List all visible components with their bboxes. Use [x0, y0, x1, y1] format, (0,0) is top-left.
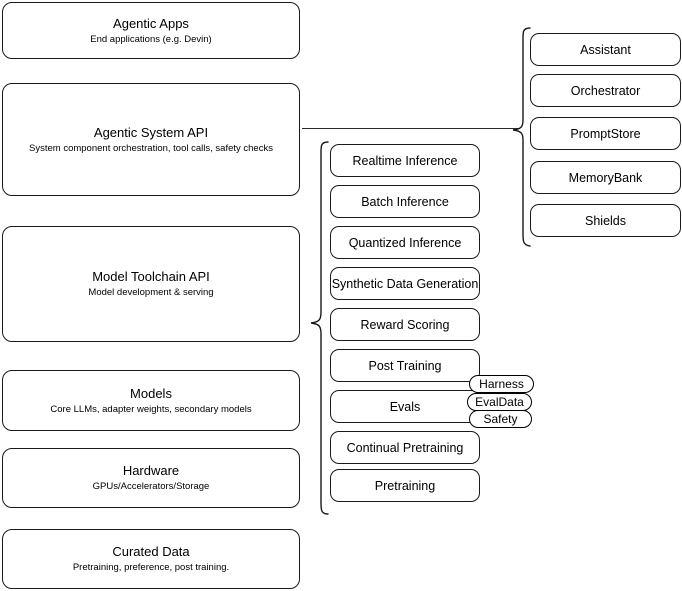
layer-title: Curated Data	[112, 544, 190, 559]
eval-pill-safety[interactable]: Safety	[469, 410, 532, 428]
layer-title: Hardware	[122, 463, 180, 478]
layer-title: Agentic Apps	[113, 15, 189, 31]
toolchain-node-evals[interactable]: Evals	[330, 390, 480, 423]
agentic-component-label: Shields	[585, 213, 626, 228]
layer-subtitle: System component orchestration, tool cal…	[29, 142, 273, 154]
layer-subtitle: Pretraining, preference, post training.	[72, 562, 230, 573]
agentic-component-label: Orchestrator	[570, 83, 641, 98]
agentic-component-assistant[interactable]: Assistant	[530, 33, 681, 66]
toolchain-node-label: Reward Scoring	[360, 317, 450, 332]
stack-layer-agentic-apps[interactable]: Agentic Apps End applications (e.g. Devi…	[2, 2, 300, 59]
toolchain-node-label: Post Training	[368, 358, 442, 373]
stack-layer-model-toolchain-api[interactable]: Model Toolchain API Model development & …	[2, 226, 300, 342]
toolchain-node-realtime-inference[interactable]: Realtime Inference	[330, 144, 480, 177]
toolchain-node-label: Evals	[389, 399, 421, 414]
layer-subtitle: End applications (e.g. Devin)	[90, 33, 212, 45]
connector-agentic-system-to-components	[302, 128, 520, 130]
toolchain-node-label: Quantized Inference	[348, 235, 462, 250]
stack-layer-curated-data[interactable]: Curated Data Pretraining, preference, po…	[2, 529, 300, 589]
stack-layer-models[interactable]: Models Core LLMs, adapter weights, secon…	[2, 370, 300, 431]
layer-title: Agentic System API	[93, 124, 209, 140]
toolchain-node-post-training[interactable]: Post Training	[330, 349, 480, 382]
eval-pill-label: EvalData	[475, 395, 524, 409]
brace-agentic-components	[510, 26, 532, 248]
eval-pill-label: Harness	[479, 377, 524, 391]
layer-subtitle: Model development & serving	[88, 287, 214, 298]
toolchain-node-quantized-inference[interactable]: Quantized Inference	[330, 226, 480, 259]
toolchain-node-label: Batch Inference	[361, 194, 449, 209]
agentic-component-label: MemoryBank	[568, 170, 643, 185]
layer-subtitle: Core LLMs, adapter weights, secondary mo…	[50, 403, 252, 415]
toolchain-node-label: Pretraining	[374, 478, 436, 493]
stack-layer-agentic-system-api[interactable]: Agentic System API System component orch…	[2, 83, 300, 196]
toolchain-node-continual-pretraining[interactable]: Continual Pretraining	[330, 431, 480, 464]
agentic-component-promptstore[interactable]: PromptStore	[530, 117, 681, 150]
brace-toolchain-capabilities	[308, 140, 330, 516]
layer-subtitle: GPUs/Accelerators/Storage	[92, 481, 210, 492]
toolchain-node-synthetic-data-generation[interactable]: Synthetic Data Generation	[330, 267, 480, 300]
agentic-component-memorybank[interactable]: MemoryBank	[530, 161, 681, 194]
toolchain-node-batch-inference[interactable]: Batch Inference	[330, 185, 480, 218]
agentic-component-orchestrator[interactable]: Orchestrator	[530, 74, 681, 107]
stack-layer-hardware[interactable]: Hardware GPUs/Accelerators/Storage	[2, 448, 300, 508]
agentic-component-shields[interactable]: Shields	[530, 204, 681, 237]
layer-title: Model Toolchain API	[92, 269, 210, 284]
toolchain-node-reward-scoring[interactable]: Reward Scoring	[330, 308, 480, 341]
toolchain-node-label: Realtime Inference	[352, 153, 458, 168]
eval-pill-label: Safety	[483, 412, 518, 426]
agentic-component-label: Assistant	[580, 42, 631, 57]
agentic-component-label: PromptStore	[570, 126, 641, 141]
layer-title: Models	[130, 385, 172, 401]
toolchain-node-pretraining[interactable]: Pretraining	[330, 469, 480, 502]
toolchain-node-label: Continual Pretraining	[346, 440, 464, 455]
eval-pill-harness[interactable]: Harness	[469, 375, 534, 393]
eval-pill-evaldata[interactable]: EvalData	[467, 393, 532, 411]
toolchain-node-label: Synthetic Data Generation	[331, 276, 479, 291]
